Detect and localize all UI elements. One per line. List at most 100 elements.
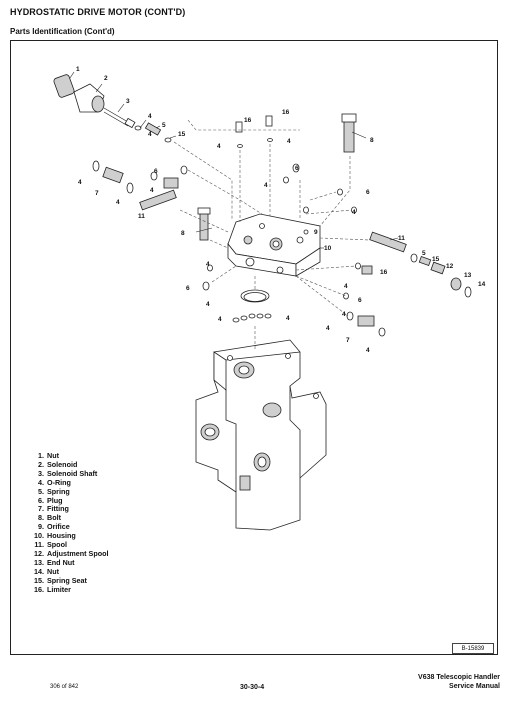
callout-5: 5: [422, 250, 426, 257]
callout-4: 4: [116, 199, 120, 206]
legend-item-number: 7.: [38, 504, 44, 514]
legend-item: 13.End Nut: [30, 557, 109, 568]
legend-item-number: 9.: [38, 522, 44, 532]
legend-item-name: Spring Seat: [47, 575, 87, 585]
legend-item-number: 6.: [38, 495, 44, 505]
legend-item-name: Spring: [47, 486, 70, 496]
legend-item-number: 8.: [38, 513, 44, 523]
legend-item: 16.Limiter: [30, 584, 109, 595]
callout-16: 16: [380, 269, 388, 276]
callout-1: 1: [76, 66, 80, 73]
callout-6: 6: [366, 189, 370, 196]
legend-item-number: 2.: [38, 459, 44, 469]
legend-item-name: Housing: [47, 531, 76, 541]
legend-item: 3.Solenoid Shaft: [30, 468, 109, 479]
legend-item-number: 5.: [38, 486, 44, 496]
valve-housing: [227, 213, 321, 277]
legend-item: 11.Spool: [30, 540, 109, 550]
callout-15: 15: [432, 256, 440, 263]
legend-item-name: End Nut: [47, 557, 75, 567]
footer-model: V638 Telescopic Handler: [418, 674, 500, 681]
right-fittings: [202, 163, 386, 337]
callout-4: 4: [78, 179, 82, 186]
legend-item-name: O-Ring: [47, 477, 71, 487]
legend-item-name: Fitting: [47, 504, 69, 514]
callout-5: 5: [162, 122, 166, 129]
callout-3: 3: [126, 98, 130, 105]
figure-frame: [10, 40, 498, 655]
figure-id: B-15839: [452, 643, 494, 654]
legend-item-name: Spool: [47, 540, 67, 550]
callout-4: 4: [286, 315, 290, 322]
assembly-lines: [173, 119, 371, 350]
legend-item: 12.Adjustment Spool: [30, 548, 109, 559]
callout-4: 4: [206, 301, 210, 308]
legend-item-number: 3.: [38, 468, 44, 478]
callout-4: 4: [352, 209, 356, 216]
footer-page-number: 306 of 842: [50, 684, 79, 690]
callout-14: 14: [478, 281, 486, 288]
legend-item: 4.O-Ring: [30, 477, 109, 488]
legend-item-name: Bolt: [47, 513, 61, 523]
callout-4: 4: [150, 187, 154, 194]
leader-lines: [69, 71, 399, 249]
callout-8: 8: [181, 230, 185, 237]
callout-7: 7: [95, 190, 99, 197]
legend-item-number: 11.: [34, 540, 44, 550]
callout-15: 15: [178, 131, 186, 138]
legend-item: 7.Fitting: [30, 504, 109, 514]
legend-item-number: 1.: [38, 451, 44, 460]
bolts-and-limiters: [197, 113, 357, 241]
legend-item-name: Orifice: [47, 522, 70, 532]
callout-4: 4: [264, 182, 268, 189]
legend-item-number: 15.: [34, 575, 44, 585]
solenoid-assembly: [53, 74, 172, 143]
legend-item-number: 13.: [34, 557, 44, 567]
page-title: HYDROSTATIC DRIVE MOTOR (CONT'D): [10, 7, 186, 17]
callout-8: 8: [370, 137, 374, 144]
callout-11: 11: [138, 213, 145, 220]
callout-labels: 1 2 3 4 5 15 4 4 7 4 6 4 11 8 16 16 4 4 …: [76, 66, 486, 354]
legend-item-name: Plug: [47, 495, 63, 505]
right-spool-assembly: [369, 231, 472, 298]
callout-9: 9: [314, 229, 318, 236]
callout-2: 2: [104, 75, 108, 82]
legend-item: 8.Bolt: [30, 513, 109, 523]
callout-7: 7: [346, 337, 350, 344]
callout-10: 10: [324, 245, 332, 252]
callout-6: 6: [186, 285, 190, 292]
legend-item: 1.Nut: [30, 451, 109, 461]
legend-item: 14.Nut: [30, 566, 109, 577]
legend-item-number: 4.: [38, 477, 44, 487]
legend-item-name: Limiter: [47, 584, 71, 594]
callout-4: 4: [206, 261, 210, 268]
legend-item-name: Solenoid: [47, 459, 78, 469]
section-subtitle: Parts Identification (Cont'd): [10, 27, 115, 36]
legend-item-number: 16.: [34, 584, 44, 594]
callout-4: 4: [148, 131, 152, 138]
callout-6: 6: [358, 297, 362, 304]
legend-item: 5.Spring: [30, 486, 109, 497]
legend-item: 9.Orifice: [30, 522, 109, 532]
legend-item-name: Adjustment Spool: [47, 548, 109, 558]
callout-16: 16: [282, 109, 290, 116]
legend-item-number: 10.: [34, 531, 44, 541]
callout-4: 4: [287, 138, 291, 145]
legend-item-name: Solenoid Shaft: [47, 468, 98, 478]
callout-4: 4: [342, 311, 346, 318]
callout-12: 12: [446, 263, 454, 270]
footer-manual: Service Manual: [449, 683, 500, 690]
legend-item: 6.Plug: [30, 495, 109, 506]
callout-4: 4: [217, 143, 221, 150]
callout-4: 4: [344, 283, 348, 290]
callout-11: 11: [398, 235, 405, 242]
legend-item-name: Nut: [47, 566, 59, 576]
legend-item: 2.Solenoid: [30, 459, 109, 470]
callout-4: 4: [366, 347, 370, 354]
legend-item: 15.Spring Seat: [30, 575, 109, 586]
callout-4: 4: [218, 316, 222, 323]
gasket-rings: [232, 289, 272, 323]
callout-4: 4: [326, 325, 330, 332]
